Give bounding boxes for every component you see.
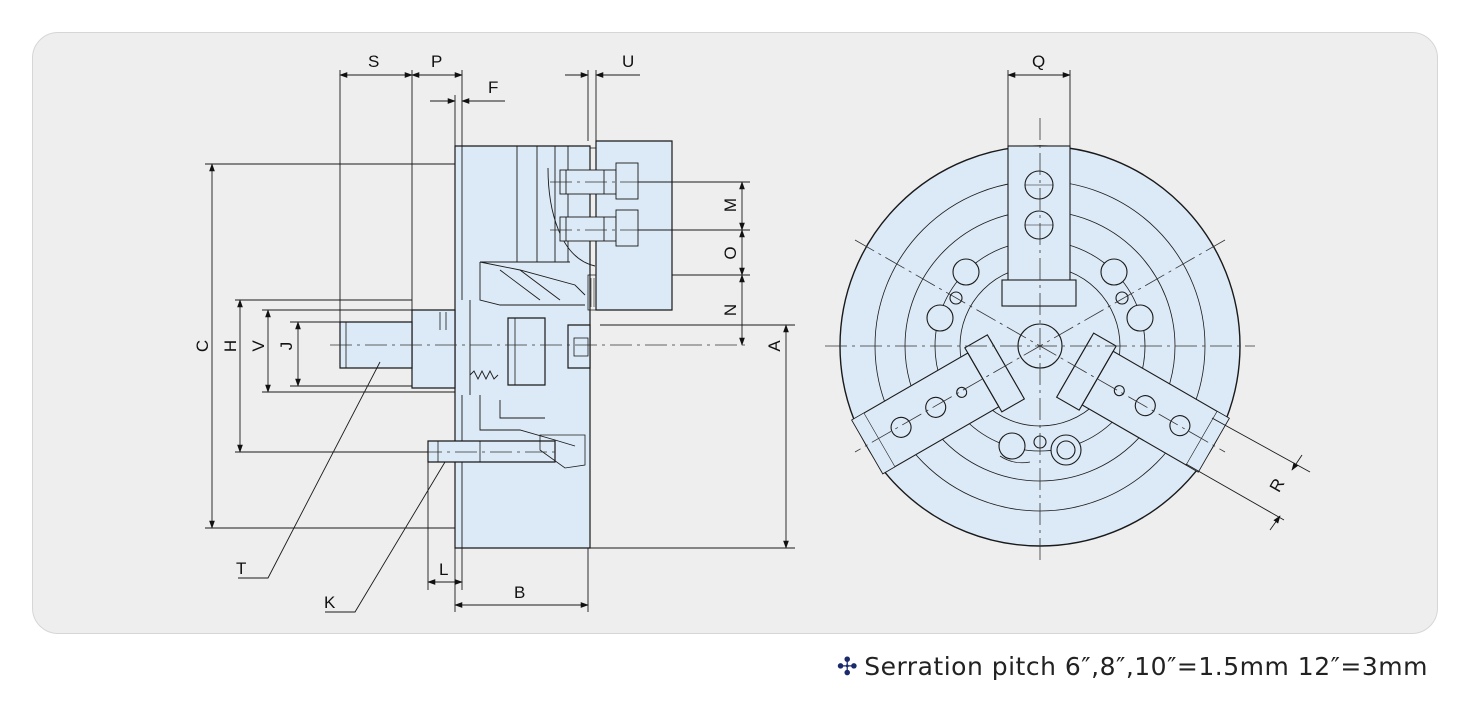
spring [469,369,499,381]
dim-label-P: P [431,52,442,71]
dim-label-V: V [249,340,268,352]
front-dimensions [1007,70,1311,531]
serration-note-text: Serration pitch 6″,8″,10″=1.5mm 12″=3mm [864,652,1428,681]
body-internal-lines [461,146,596,548]
side-view [339,140,673,549]
rear-spigot [411,309,456,389]
dim-label-B: B [514,583,525,602]
dim-label-M: M [721,198,740,212]
piston [507,317,546,386]
dim-label-F: F [488,78,498,97]
dim-label-A: A [765,340,784,352]
dim-label-N: N [721,304,740,316]
dim-label-O: O [721,246,740,259]
bullet-icon: ✣ [836,652,859,681]
bolt-holes [926,258,1154,466]
dim-label-T: T [236,559,246,578]
jaw-top [1001,145,1077,307]
side-labels: S P F U C H V J M O N A T K L B [193,52,784,612]
dim-label-R: R [1266,475,1289,495]
dim-label-H: H [221,340,240,352]
dim-label-J: J [277,342,296,351]
side-dimensions [205,70,795,613]
serration-note: ✣Serration pitch 6″,8″,10″=1.5mm 12″=3mm [837,652,1428,681]
dim-label-K: K [324,593,336,612]
front-center-lines [825,118,1255,560]
jaw-lower-left [851,334,1026,475]
dim-label-L: L [439,560,448,579]
dim-label-S: S [368,52,379,71]
dim-label-Q: Q [1032,52,1045,71]
dim-label-C: C [193,340,212,352]
dim-label-U: U [622,52,634,71]
mounting-bolt [427,440,556,463]
